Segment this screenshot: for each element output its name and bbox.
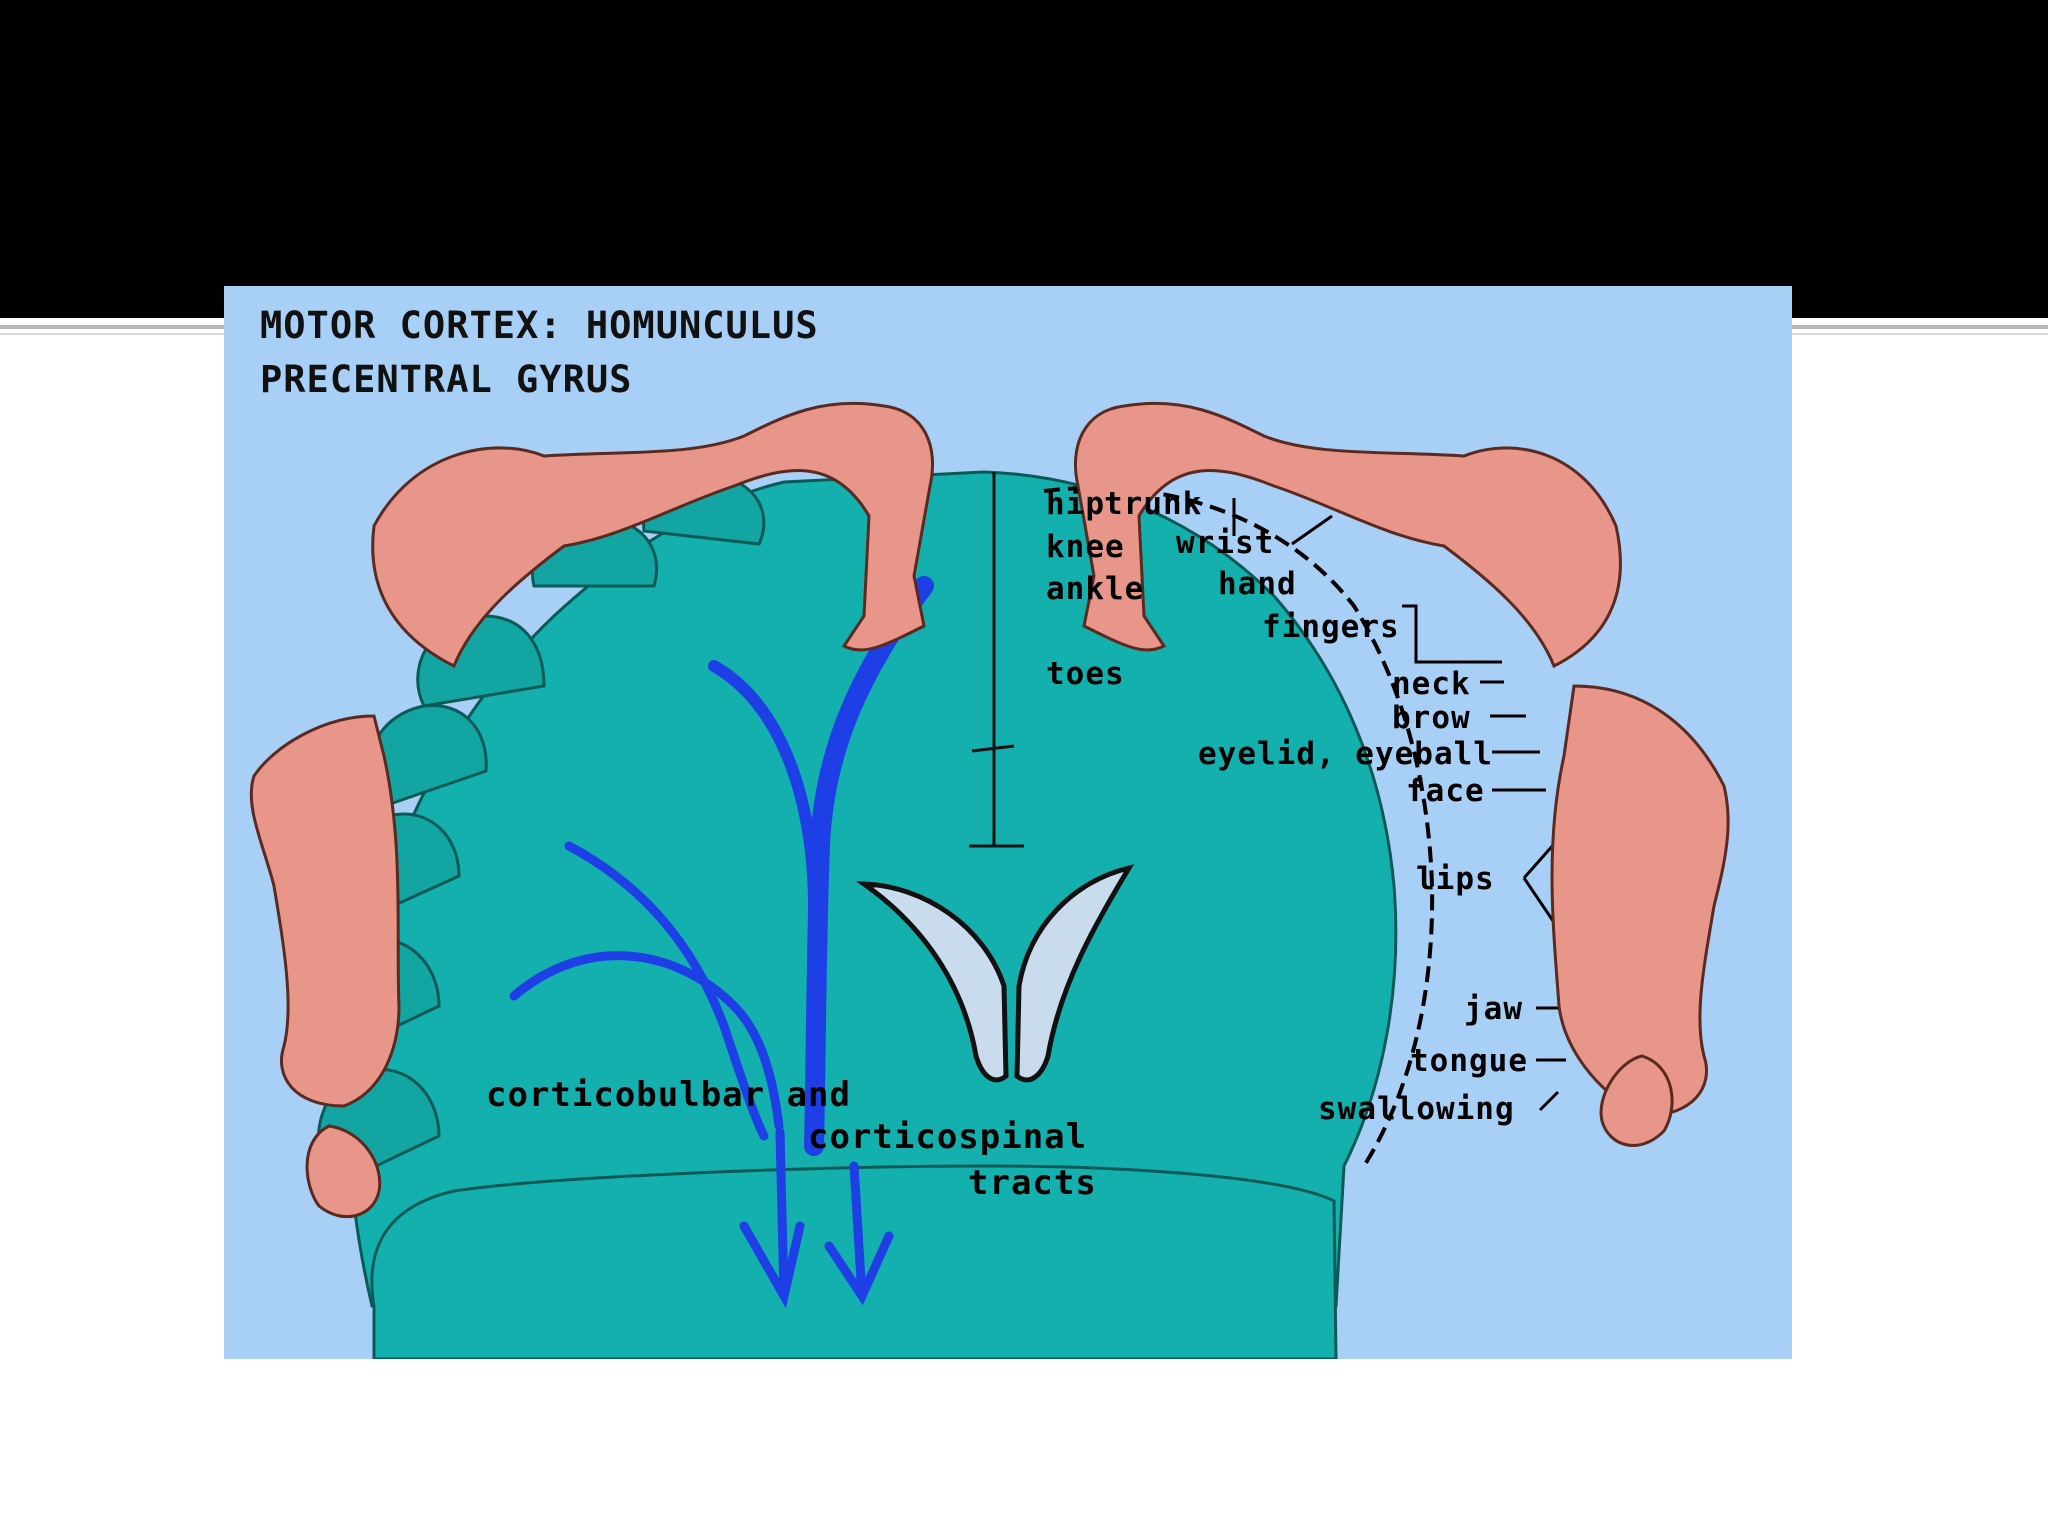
label-toes: toes <box>1046 656 1125 692</box>
slide-title-band <box>0 0 2048 318</box>
label-hand: hand <box>1218 566 1297 602</box>
label-jaw: jaw <box>1464 991 1523 1027</box>
homunculus-right-body <box>1073 401 1622 669</box>
label-swallowing: swallowing <box>1318 1091 1515 1127</box>
label-hip: hip <box>1046 486 1105 522</box>
diagram-subtitle: PRECENTRAL GYRUS <box>260 358 633 401</box>
label-brow: brow <box>1392 700 1471 736</box>
label-ankle: ankle <box>1046 571 1145 607</box>
tract-arrows <box>509 576 934 1309</box>
label-wrist: wrist <box>1176 525 1275 561</box>
lateral-ventricles <box>855 864 1135 1083</box>
label-tracts-line3: tracts <box>968 1163 1097 1203</box>
homunculus-left-head <box>249 714 401 1108</box>
label-tongue: tongue <box>1410 1043 1528 1079</box>
label-knee: knee <box>1046 529 1125 565</box>
precentral-gyrus-outline <box>1043 485 1435 1168</box>
homunculus-right-tongue <box>1599 1054 1674 1147</box>
brain-illustration <box>249 401 1730 1359</box>
diagram-title: MOTOR CORTEX: HOMUNCULUS <box>260 304 819 347</box>
homunculus-right <box>1073 401 1730 1147</box>
label-tracts-line1: corticobulbar and <box>486 1075 851 1115</box>
homunculus-right-head <box>1550 684 1730 1118</box>
label-fingers: fingers <box>1262 609 1400 645</box>
homunculus-left-body <box>371 401 935 669</box>
motor-cortex-diagram: MOTOR CORTEX: HOMUNCULUS PRECENTRAL GYRU… <box>224 286 1792 1359</box>
label-trunk: trunk <box>1104 486 1203 522</box>
label-neck: neck <box>1392 666 1471 702</box>
homunculus-left-tongue <box>305 1124 382 1219</box>
label-lips: lips <box>1416 861 1495 897</box>
lower-lobe <box>370 1164 1338 1359</box>
label-tracts-line2: corticospinal <box>808 1117 1088 1157</box>
longitudinal-fissure <box>969 472 1024 848</box>
label-face: face <box>1406 773 1485 809</box>
label-eyelid-eyeball: eyelid, eyeball <box>1198 736 1493 772</box>
homunculus-left <box>249 401 935 1219</box>
